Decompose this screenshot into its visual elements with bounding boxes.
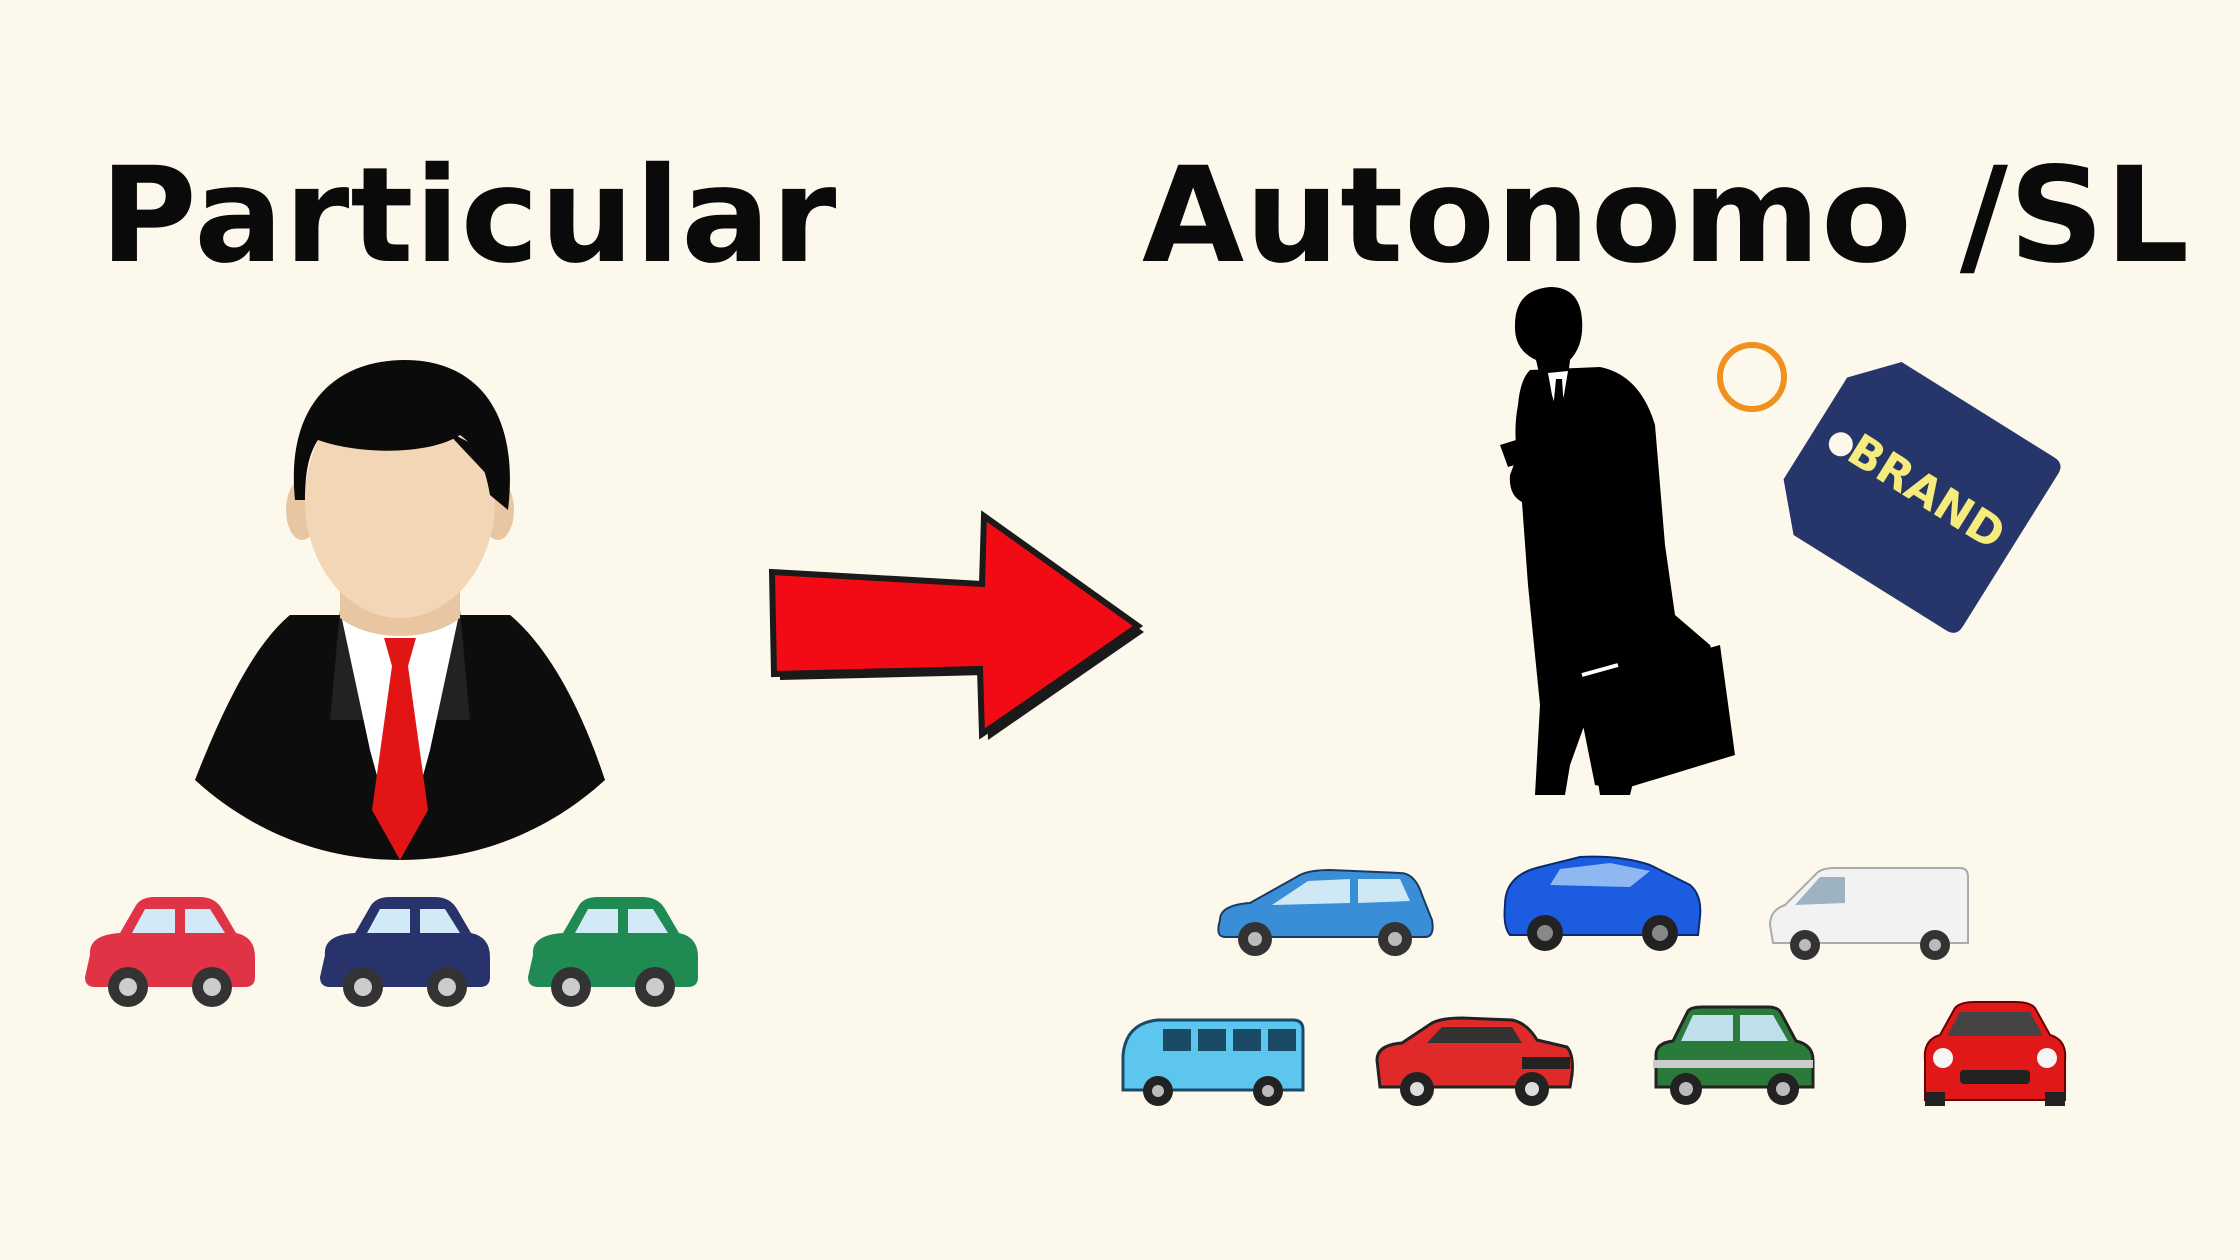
hatchback-icon: [1217, 868, 1434, 956]
arrow-right-icon: [768, 510, 1144, 740]
autonomo-sl-title: Autonomo /SL: [1142, 139, 2191, 293]
muscle-car-icon: [1375, 1016, 1574, 1106]
particular-title: Particular: [100, 139, 838, 293]
car-icon: [320, 897, 490, 1007]
mini-car-icon: [1653, 1005, 1815, 1105]
car-icon: [85, 897, 255, 1007]
sports-car-front-icon: [1923, 1001, 2067, 1106]
minibus-icon: [1121, 1018, 1305, 1106]
van-icon: [1768, 867, 1969, 960]
sports-coupe-icon: [1503, 855, 1702, 951]
price-tag-icon: BRAND: [1717, 342, 2061, 633]
businessman-silhouette-icon: [1500, 287, 1735, 795]
car-icon: [528, 897, 698, 1007]
businessman-avatar-icon: [195, 360, 605, 860]
